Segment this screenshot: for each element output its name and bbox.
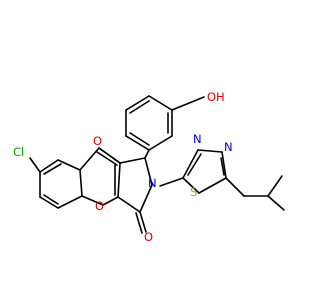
bond-line-42 — [225, 177, 245, 197]
bond-line-29 — [39, 196, 59, 209]
bond-line-12 — [117, 162, 121, 198]
atom-label-pyrrole-nitrogen: N — [148, 176, 157, 190]
atom-label-thiadiazole-nitrogen-1: N — [193, 132, 202, 146]
bond-line-36 — [197, 149, 223, 153]
bond-line-15 — [144, 157, 153, 186]
bond-line-18 — [139, 211, 147, 233]
bond-line-32 — [43, 194, 59, 205]
bond-line-41 — [220, 157, 225, 176]
bond-line-37 — [221, 151, 227, 179]
atom-label-chlorine: Cl — [13, 145, 24, 159]
bond-line-6 — [129, 100, 150, 114]
atom-label-thiadiazole-nitrogen-2: N — [224, 140, 233, 154]
bond-line-35 — [182, 149, 199, 179]
bond-line-34 — [159, 177, 184, 187]
bond-line-19 — [135, 212, 143, 234]
bond-line-0 — [125, 95, 150, 111]
bond-line-8 — [129, 132, 150, 146]
bond-line-20 — [102, 196, 119, 206]
bond-line-27 — [39, 159, 59, 173]
bond-line-24 — [98, 147, 121, 164]
bond-line-4 — [125, 135, 150, 151]
bond-line-26 — [57, 159, 81, 171]
bond-line-13 — [117, 196, 141, 213]
bond-line-33 — [29, 157, 41, 173]
molecule-structure-diagram: OH O O O Cl N N N S — [13, 90, 285, 244]
bond-line-9 — [171, 96, 205, 111]
bond-line-21 — [81, 195, 104, 206]
molecule-canvas: OH O O O Cl N N N S — [13, 90, 285, 244]
bond-line-22 — [79, 169, 83, 197]
atom-labels-layer: OH O O O Cl N N N S — [13, 90, 233, 244]
bond-line-14 — [139, 184, 153, 213]
bond-line-39 — [182, 177, 200, 194]
atom-label-ketone-oxygen: O — [93, 134, 102, 148]
bonds-layer — [29, 95, 285, 234]
bond-line-40 — [187, 153, 202, 176]
atom-label-lactam-oxygen: O — [144, 230, 153, 244]
bond-line-3 — [148, 135, 173, 151]
bond-line-31 — [43, 163, 62, 175]
bond-line-23 — [79, 147, 100, 171]
bond-line-38 — [198, 177, 227, 194]
bond-line-30 — [57, 195, 83, 209]
atom-label-thiadiazole-sulfur: S — [190, 185, 197, 199]
bond-line-1 — [148, 95, 173, 111]
bond-line-45 — [267, 195, 285, 211]
bond-line-17 — [96, 151, 118, 166]
bond-line-11 — [119, 157, 146, 164]
atom-label-ring-oxygen: O — [95, 199, 104, 213]
bond-line-44 — [267, 175, 283, 197]
atom-label-hydroxyl: OH — [207, 90, 225, 104]
bond-line-10 — [144, 149, 150, 159]
